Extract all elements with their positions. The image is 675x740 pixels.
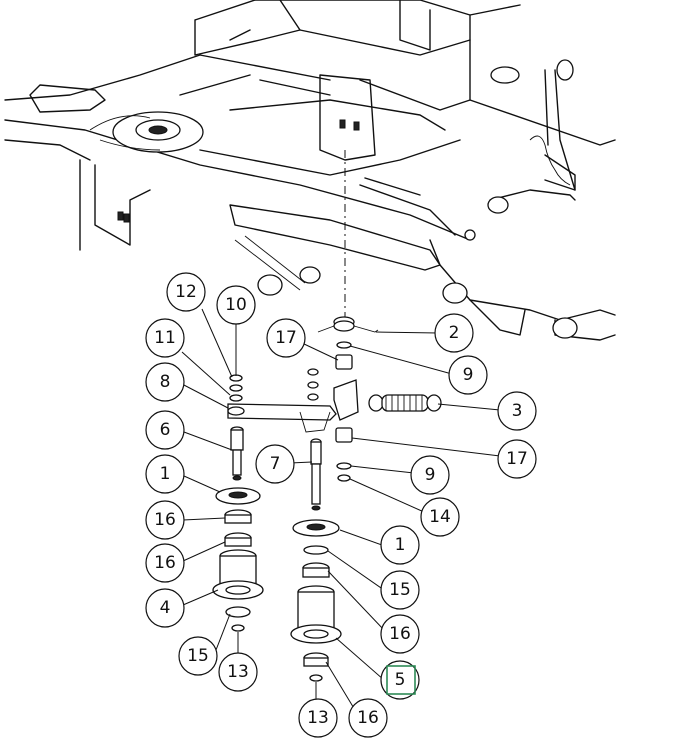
left-idler-assembly xyxy=(212,374,337,632)
callout-13-left: 13 xyxy=(218,652,258,692)
callout-11: 11 xyxy=(145,318,185,358)
callout-label: 4 xyxy=(160,598,171,618)
callout-label: 2 xyxy=(449,323,460,343)
callout-label: 9 xyxy=(425,465,436,485)
callout-label: 6 xyxy=(160,420,171,440)
callout-1-right: 1 xyxy=(380,525,420,565)
callout-16-right-lower: 16 xyxy=(348,698,388,738)
callout-label: 17 xyxy=(275,328,297,348)
callout-8: 8 xyxy=(145,362,185,402)
callout-15-right: 15 xyxy=(380,570,420,610)
callout-5: 5 xyxy=(380,660,420,700)
callout-label: 16 xyxy=(357,708,379,728)
callout-label: 3 xyxy=(512,401,523,421)
callout-14: 14 xyxy=(420,497,460,537)
callout-4: 4 xyxy=(145,588,185,628)
callout-label: 16 xyxy=(389,624,411,644)
callout-16-left-lower: 16 xyxy=(145,543,185,583)
callout-7: 7 xyxy=(255,444,295,484)
callout-15-left: 15 xyxy=(178,636,218,676)
callout-3: 3 xyxy=(497,391,537,431)
callout-17-lower: 17 xyxy=(497,439,537,479)
callout-label: 1 xyxy=(395,535,406,555)
callout-label: 17 xyxy=(506,449,528,469)
callout-label: 16 xyxy=(154,510,176,530)
callout-16-left-upper: 16 xyxy=(145,500,185,540)
callout-2: 2 xyxy=(434,313,474,353)
callout-1-left: 1 xyxy=(145,454,185,494)
callout-16-right-upper: 16 xyxy=(380,614,420,654)
callout-12: 12 xyxy=(166,272,206,312)
callout-10: 10 xyxy=(216,285,256,325)
callout-label: 14 xyxy=(429,507,451,527)
callout-label: 15 xyxy=(187,646,209,666)
highlight-box xyxy=(386,665,416,695)
mower-deck-frame xyxy=(4,0,616,341)
callout-9-upper: 9 xyxy=(448,355,488,395)
callout-9-lower: 9 xyxy=(410,455,450,495)
callout-label: 9 xyxy=(463,365,474,385)
callout-label: 7 xyxy=(270,454,281,474)
callout-label: 16 xyxy=(154,553,176,573)
tension-spring-left xyxy=(234,235,306,291)
callout-label: 8 xyxy=(160,372,171,392)
callout-label: 13 xyxy=(227,662,249,682)
callout-label: 13 xyxy=(307,708,329,728)
callout-13-right: 13 xyxy=(298,698,338,738)
callout-label: 12 xyxy=(175,282,197,302)
callout-label: 10 xyxy=(225,295,247,315)
callout-label: 15 xyxy=(389,580,411,600)
leader-lines xyxy=(181,308,501,716)
callout-label: 1 xyxy=(160,464,171,484)
callout-label: 5 xyxy=(395,670,406,690)
callout-label: 11 xyxy=(154,328,176,348)
right-idler-assembly xyxy=(290,316,442,682)
callout-6: 6 xyxy=(145,410,185,450)
extension-spring xyxy=(368,394,442,412)
callout-17-upper: 17 xyxy=(266,318,306,358)
